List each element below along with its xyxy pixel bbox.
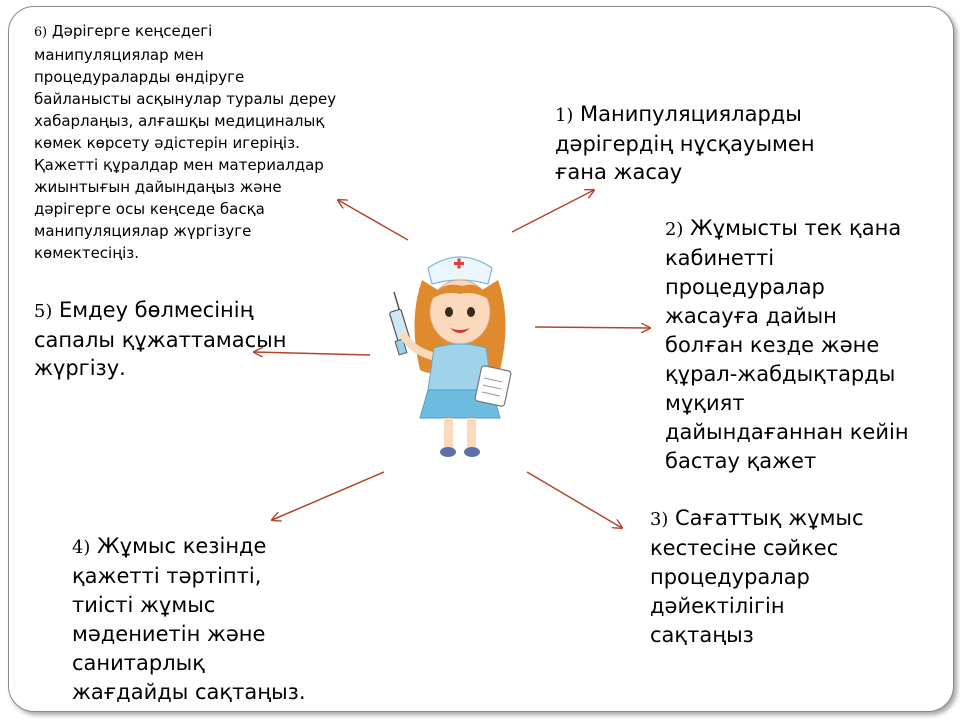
instruction-4: 4) Жұмыс кезінде қажетті тәртіпті, тиіст… — [72, 532, 372, 707]
arrow-to-instruction-1 — [511, 190, 594, 233]
instruction-number: 6) — [34, 25, 48, 40]
arrow-to-instruction-4 — [272, 471, 385, 520]
nurse-illustration — [389, 256, 512, 457]
instruction-text: Сағаттық жұмыс кестесіне сәйкес процедур… — [650, 506, 864, 647]
instruction-2: 2) Жұмысты тек қана кабинетті процедурал… — [665, 214, 955, 476]
instruction-3: 3) Сағаттық жұмыс кестесіне сәйкес проце… — [650, 504, 940, 650]
instruction-text: Дәрігерге кеңседегі манипуляциялар мен п… — [34, 22, 337, 262]
instruction-number: 5) — [34, 301, 53, 322]
instruction-number: 2) — [665, 219, 684, 240]
instruction-number: 1) — [555, 105, 574, 126]
arrow-to-instruction-5 — [254, 352, 371, 355]
instruction-text: Жұмыс кезінде қажетті тәртіпті, тиісті ж… — [72, 534, 306, 704]
instruction-text: Жұмысты тек қана кабинетті процедуралар … — [665, 216, 909, 473]
instruction-6: 6) Дәрігерге кеңседегі манипуляциялар ме… — [34, 20, 424, 264]
arrow-to-instruction-2 — [534, 327, 650, 328]
instruction-1: 1) Манипуляцияларды дәрігердің нұсқауыме… — [555, 100, 875, 186]
instruction-number: 3) — [650, 509, 669, 530]
instruction-text: Манипуляцияларды дәрігердің нұсқауымен ғ… — [555, 102, 815, 184]
arrow-to-instruction-6 — [338, 200, 409, 241]
instruction-number: 4) — [72, 537, 91, 558]
arrow-to-instruction-3 — [526, 471, 622, 528]
